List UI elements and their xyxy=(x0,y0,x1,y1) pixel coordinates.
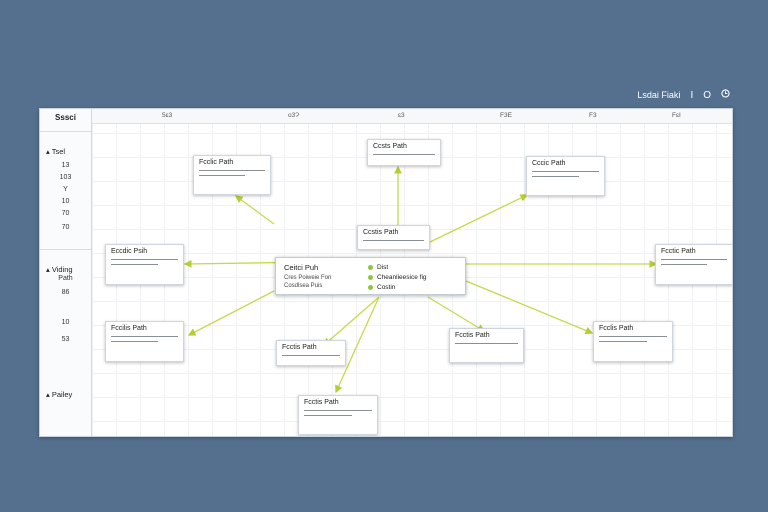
central-node-title: Ceitci Puh xyxy=(284,263,319,272)
text-line xyxy=(532,171,599,172)
path-node[interactable]: Fcclis Path xyxy=(593,321,673,362)
node-title: Fcclis Path xyxy=(599,325,634,332)
sidebar-section-label: Viding xyxy=(51,265,73,274)
text-line xyxy=(532,176,579,177)
sidebar-section-sublabel: Path xyxy=(58,275,73,282)
path-node[interactable]: Eccdic Psih xyxy=(105,244,184,285)
clock-icon[interactable] xyxy=(721,89,730,101)
ruler-label: F3E xyxy=(500,112,512,119)
sidebar-item[interactable]: 53 xyxy=(61,336,70,343)
sidebar-item[interactable]: 13 xyxy=(61,162,70,169)
edge xyxy=(427,296,486,332)
sidebar-item[interactable]: 70 xyxy=(61,210,70,217)
text-line xyxy=(661,264,708,265)
text-line xyxy=(661,259,727,260)
node-title: Ccstis Path xyxy=(363,229,399,236)
text-line xyxy=(111,341,158,342)
central-node-subtitle: Cosdlsea Puis xyxy=(284,283,323,289)
edge xyxy=(427,194,529,244)
ruler: 5ɛ3 o3Ɂ ɛ3 F3E F3 FɛI xyxy=(92,109,732,124)
text-line xyxy=(304,410,372,411)
ruler-label: F3 xyxy=(589,112,597,119)
edge xyxy=(187,290,275,336)
node-title: Fcclic Path xyxy=(199,159,234,166)
ruler-label: ɛ3 xyxy=(398,112,405,119)
status-icon[interactable]: O xyxy=(703,89,711,101)
text-line xyxy=(199,175,246,176)
edge xyxy=(234,195,275,225)
info-icon[interactable]: I xyxy=(690,89,694,101)
divider xyxy=(40,131,91,132)
node-title: Eccdic Psih xyxy=(111,248,148,255)
path-node[interactable]: Fcctic Path xyxy=(655,244,732,285)
node-title: Fcctis Path xyxy=(304,399,339,406)
chevron-icon: ▴ xyxy=(46,265,50,274)
text-line xyxy=(111,336,178,337)
sidebar: Sssci ▴ Tsel 13 103 Y 10 70 70 ▴ Viding … xyxy=(40,109,92,436)
legend-label: Costin xyxy=(377,283,396,291)
node-title: Fcctic Path xyxy=(661,248,696,255)
path-node[interactable]: Fcctis Path xyxy=(298,395,378,435)
diagram-canvas[interactable]: 5ɛ3 o3Ɂ ɛ3 F3E F3 FɛI xyxy=(92,109,732,436)
text-line xyxy=(282,355,340,356)
chevron-icon: ▴ xyxy=(46,390,50,399)
sidebar-item[interactable]: 10 xyxy=(61,198,70,205)
legend: Dist Cheanlieesice fig Costin xyxy=(368,262,427,292)
path-node[interactable]: Ccstis Path xyxy=(357,225,430,250)
edge xyxy=(335,296,380,394)
text-line xyxy=(599,336,667,337)
path-node[interactable]: Fccilis Path xyxy=(105,321,184,362)
node-title: Ccsts Path xyxy=(373,143,407,150)
status-dot-icon xyxy=(368,284,373,290)
path-node[interactable]: Fcctis Path xyxy=(449,328,524,363)
node-title: Cccic Path xyxy=(532,160,566,167)
topbar: Lsdai Fiaki I O xyxy=(637,89,730,101)
ruler-label: FɛI xyxy=(672,112,681,119)
path-node[interactable]: Fcctis Path xyxy=(276,340,346,366)
ruler-label: o3Ɂ xyxy=(288,112,300,119)
diagram-window: Sssci ▴ Tsel 13 103 Y 10 70 70 ▴ Viding … xyxy=(39,108,733,437)
node-title: Fcctis Path xyxy=(455,332,490,339)
legend-row: Dist xyxy=(368,262,427,272)
sidebar-item[interactable]: 10 xyxy=(61,319,70,326)
chevron-icon: ▴ xyxy=(46,147,50,156)
node-title: Fcctis Path xyxy=(282,344,317,351)
text-line xyxy=(373,154,435,155)
legend-label: Dist xyxy=(377,263,389,271)
sidebar-section-path[interactable]: ▴ Viding xyxy=(46,265,73,274)
path-node[interactable]: Ccsts Path xyxy=(367,139,441,166)
legend-row: Cheanlieesice fig xyxy=(368,272,427,282)
sidebar-section-label: Pailey xyxy=(51,390,73,399)
central-node[interactable]: Ceitci Puh Cres Poiweie Fon Cosdlsea Pui… xyxy=(275,257,466,295)
edge xyxy=(323,296,380,346)
text-line xyxy=(199,170,265,171)
sidebar-item[interactable]: 70 xyxy=(40,224,91,231)
text-line xyxy=(111,264,158,265)
path-node[interactable]: Cccic Path xyxy=(526,156,605,196)
sidebar-item[interactable]: 86 xyxy=(61,289,70,296)
divider xyxy=(40,249,91,250)
sidebar-section-tsel[interactable]: ▴ Tsel xyxy=(46,147,65,156)
sidebar-item[interactable]: 103 xyxy=(59,174,72,181)
topbar-label: Lsdai Fiaki xyxy=(637,90,681,100)
central-node-subtitle: Cres Poiweie Fon xyxy=(284,275,332,281)
sidebar-section-pailey[interactable]: ▴ Pailey xyxy=(46,390,72,399)
node-title: Fccilis Path xyxy=(111,325,147,332)
text-line xyxy=(599,341,647,342)
edge xyxy=(465,280,594,335)
path-node[interactable]: Fcclic Path xyxy=(193,155,271,195)
sidebar-item[interactable]: Y xyxy=(63,186,68,193)
text-line xyxy=(111,259,178,260)
status-dot-icon xyxy=(368,274,373,280)
legend-row: Costin xyxy=(368,282,427,292)
status-dot-icon xyxy=(368,264,373,270)
sidebar-title: Sssci xyxy=(55,113,76,122)
legend-label: Cheanlieesice fig xyxy=(377,273,427,281)
sidebar-item-label: 70 xyxy=(61,224,70,231)
text-line xyxy=(363,240,424,241)
ruler-label: 5ɛ3 xyxy=(162,112,173,119)
text-line xyxy=(455,343,518,344)
text-line xyxy=(304,415,352,416)
sidebar-section-label: Tsel xyxy=(51,147,66,156)
